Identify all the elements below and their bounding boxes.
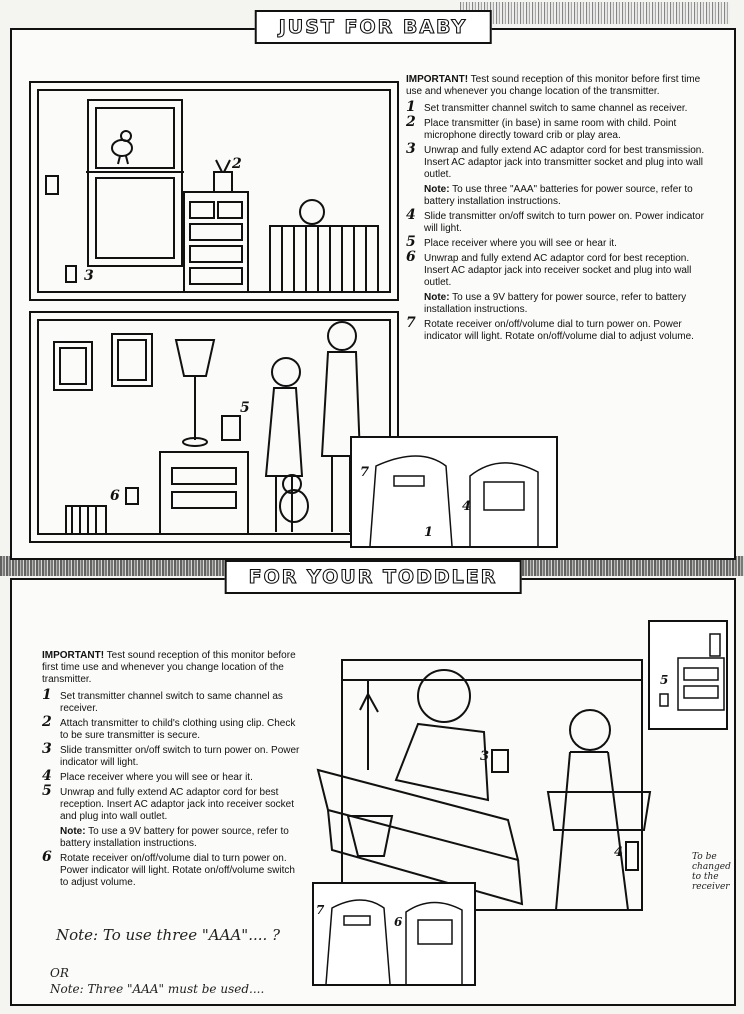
handwritten-note-2: Note: Three "AAA" must be used.... [50, 982, 265, 996]
toddler-receiver-inset: 5 [648, 620, 728, 730]
baby-device-inset: 7 4 1 [350, 436, 558, 548]
toddler-inset-callout-6: 6 [394, 915, 403, 929]
baby-step-3-note: Note: To use three "AAA" batteries for p… [424, 184, 693, 207]
for-your-toddler-section: FOR YOUR TODDLER IMPORTANT! Test sound r… [10, 560, 736, 1006]
toddler-instructions: IMPORTANT! Test sound reception of this … [42, 650, 304, 892]
baby-room-illustration: 2 3 5 6 [29, 81, 399, 543]
toddler-step-5-note: Note: To use a 9V battery for power sour… [60, 826, 289, 849]
toddler-important: IMPORTANT! Test sound reception of this … [42, 650, 296, 685]
toddler-inset-callout-7: 7 [316, 903, 325, 917]
baby-instructions: IMPORTANT! Test sound reception of this … [406, 74, 716, 346]
inset-callout-4: 4 [462, 499, 471, 514]
baby-important: IMPORTANT! Test sound reception of this … [406, 74, 701, 97]
toddler-play-illustration: 3 4 [316, 659, 652, 911]
handwritten-note-1: Note: To use three "AAA".... ? [56, 926, 281, 944]
callout-2: 2 [231, 156, 242, 172]
toddler-callout-4: 4 [614, 845, 623, 860]
toddler-callout-3: 3 [480, 749, 489, 764]
baby-step-6-note: Note: To use a 9V battery for power sour… [424, 292, 687, 315]
toddler-device-inset: 7 6 [312, 882, 476, 986]
toddler-inset-callout-5: 5 [660, 673, 668, 687]
handwritten-side-note: To be changed to the receiver [692, 852, 731, 892]
toddler-title: FOR YOUR TODDLER [224, 560, 522, 594]
baby-title: JUST FOR BABY [254, 10, 492, 44]
handwritten-or: OR [50, 966, 69, 980]
callout-6: 6 [110, 488, 120, 504]
inset-callout-1: 1 [424, 525, 433, 540]
just-for-baby-section: JUST FOR BABY [10, 10, 736, 560]
callout-5: 5 [240, 400, 250, 416]
callout-3: 3 [84, 268, 94, 284]
scan-noise-top [460, 2, 730, 24]
inset-callout-7: 7 [360, 465, 369, 480]
